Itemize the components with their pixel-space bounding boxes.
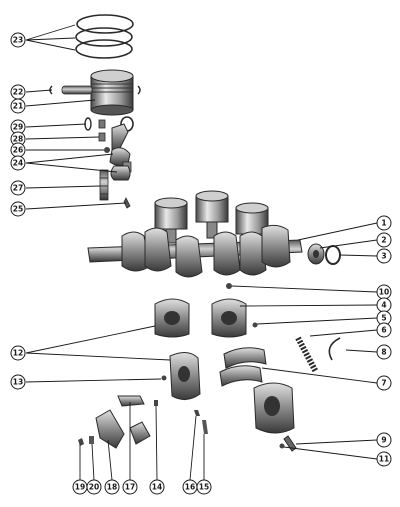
svg-text:28: 28 <box>13 135 23 144</box>
svg-text:2: 2 <box>381 236 386 245</box>
svg-text:5: 5 <box>381 314 386 323</box>
svg-text:8: 8 <box>381 348 386 357</box>
svg-text:19: 19 <box>75 483 85 492</box>
svg-text:13: 13 <box>13 378 23 387</box>
callout-18: 18 <box>104 479 120 495</box>
callout-21: 21 <box>10 98 26 114</box>
callout-15: 15 <box>196 479 212 495</box>
callout-10: 10 <box>376 284 392 300</box>
svg-text:14: 14 <box>152 483 162 492</box>
svg-text:12: 12 <box>13 349 23 358</box>
callout-24: 24 <box>10 155 26 171</box>
svg-text:22: 22 <box>13 88 23 97</box>
callout-17: 17 <box>122 479 138 495</box>
svg-text:23: 23 <box>13 36 23 45</box>
svg-text:24: 24 <box>13 159 23 168</box>
svg-text:29: 29 <box>13 123 23 132</box>
callout-6: 6 <box>376 322 392 338</box>
leader-lines <box>25 24 378 481</box>
callout-26: 26 <box>10 142 26 158</box>
callout-4: 4 <box>376 297 392 313</box>
svg-text:18: 18 <box>107 483 117 492</box>
svg-text:6: 6 <box>381 326 386 335</box>
svg-text:7: 7 <box>381 379 386 388</box>
svg-text:15: 15 <box>199 483 209 492</box>
svg-text:20: 20 <box>89 483 99 492</box>
connecting-rod-illustration <box>84 116 134 209</box>
callout-2: 2 <box>376 232 392 248</box>
svg-text:11: 11 <box>379 455 389 464</box>
svg-text:3: 3 <box>381 252 386 261</box>
lower-small-parts-illustration <box>78 395 208 449</box>
callout-14: 14 <box>149 479 165 495</box>
svg-text:27: 27 <box>13 184 23 193</box>
callout-13: 13 <box>10 374 26 390</box>
callout-7: 7 <box>376 375 392 391</box>
svg-text:4: 4 <box>381 301 386 310</box>
callout-16: 16 <box>182 479 198 495</box>
svg-text:26: 26 <box>13 146 23 155</box>
svg-text:16: 16 <box>185 483 195 492</box>
svg-text:21: 21 <box>13 102 23 111</box>
callout-25: 25 <box>10 201 26 217</box>
callout-9: 9 <box>376 432 392 448</box>
svg-text:1: 1 <box>381 219 386 228</box>
svg-text:9: 9 <box>381 436 386 445</box>
callout-11: 11 <box>376 451 392 467</box>
rear-bearing-cap-illustration <box>253 382 297 452</box>
callout-3: 3 <box>376 248 392 264</box>
svg-text:10: 10 <box>379 288 389 297</box>
main-bearing-halves-illustration <box>154 298 258 400</box>
callout-bubbles: 23 22 21 29 28 26 24 27 25 1 2 3 10 4 5 … <box>10 32 392 495</box>
callout-1: 1 <box>376 215 392 231</box>
callout-23: 23 <box>10 32 26 48</box>
svg-text:25: 25 <box>13 205 23 214</box>
roller-bearing-illustration <box>219 336 341 387</box>
callout-20: 20 <box>86 479 102 495</box>
callout-8: 8 <box>376 344 392 360</box>
svg-text:17: 17 <box>125 483 135 492</box>
callout-12: 12 <box>10 345 26 361</box>
piston-rings-illustration <box>75 14 134 59</box>
callout-19: 19 <box>72 479 88 495</box>
piston-illustration <box>90 69 134 116</box>
callout-22: 22 <box>10 84 26 100</box>
crankshaft-assembly-illustration <box>87 190 341 289</box>
callout-27: 27 <box>10 180 26 196</box>
